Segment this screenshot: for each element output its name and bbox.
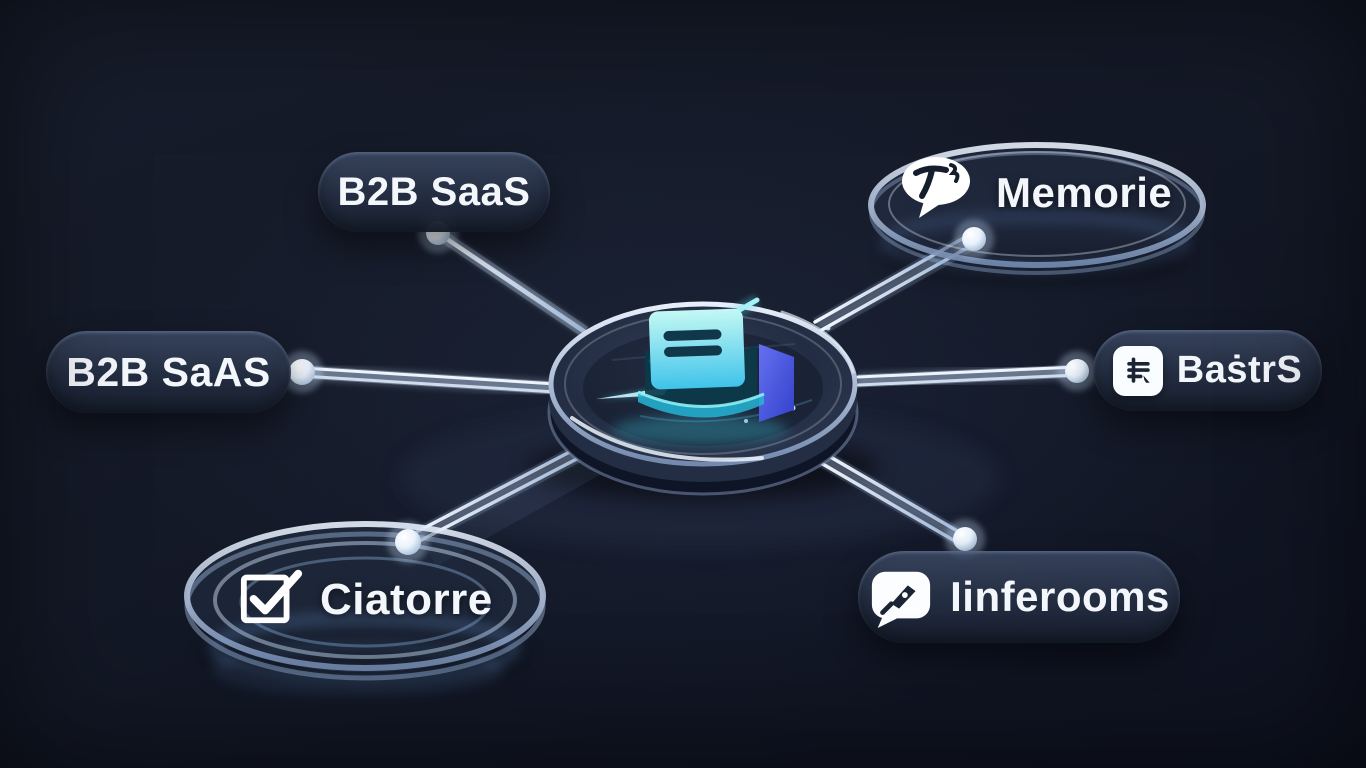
node-label: Iinferooms bbox=[950, 573, 1170, 620]
node-label: B2B SaaS bbox=[337, 169, 531, 214]
node-b2b-saas-top: B2B SaaS bbox=[318, 152, 550, 232]
node-label: Ciatorre bbox=[320, 575, 493, 624]
checkbox-check-icon bbox=[238, 563, 306, 638]
pen-chat-icon bbox=[868, 564, 934, 630]
chat-bubble-icon bbox=[896, 153, 980, 233]
connector-top-left bbox=[434, 228, 589, 337]
node-label: BaṡtrS bbox=[1176, 349, 1303, 391]
glass-disc-ciatorre bbox=[184, 521, 546, 694]
node-ciatorre: Ciatorre bbox=[238, 562, 493, 638]
glowing-document-box-icon bbox=[596, 294, 794, 445]
connector-bottom-right bbox=[807, 444, 968, 548]
node-label: B2B SaAS bbox=[66, 348, 271, 395]
node-memorie: Memorie bbox=[896, 157, 1173, 228]
node-bastrs: BaṡtrS bbox=[1093, 330, 1322, 411]
connector-right bbox=[856, 362, 1079, 390]
list-lines-icon bbox=[1112, 345, 1163, 396]
node-iinferooms: Iinferooms bbox=[858, 551, 1180, 643]
connector-left bbox=[300, 363, 558, 397]
node-b2b-saas-left: B2B SaAS bbox=[46, 331, 291, 413]
connector-dots bbox=[281, 213, 1097, 563]
node-label: Memorie bbox=[996, 169, 1173, 216]
